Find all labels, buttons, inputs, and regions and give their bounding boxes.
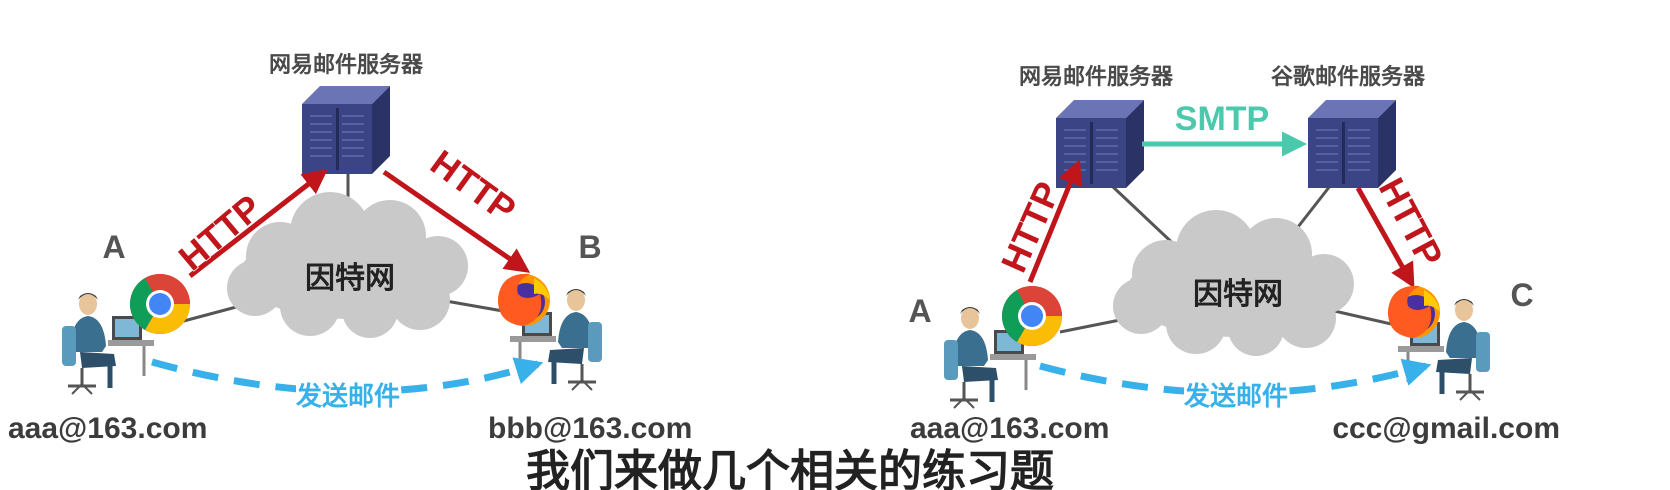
send-mail-arrow <box>1039 358 1432 397</box>
send-mail-arrow <box>151 357 544 395</box>
cloud-label: 因特网 <box>1193 277 1283 312</box>
receiver-email: bbb@163.com <box>488 412 692 445</box>
smtp-label: SMTP <box>1175 100 1269 138</box>
sender-letter: A <box>908 293 931 329</box>
link-sender-cloud <box>179 304 241 324</box>
http-arrow-up <box>1027 159 1083 283</box>
firefox-icon <box>1388 285 1440 338</box>
sender-email: aaa@163.com <box>8 412 207 445</box>
server1-label: 网易邮件服务器 <box>1019 65 1174 90</box>
chrome-icon <box>129 273 191 335</box>
receiver-letter: B <box>578 229 601 265</box>
receiver-letter: C <box>1510 277 1533 313</box>
sender-email: aaa@163.com <box>910 412 1109 445</box>
right-diagram: 因特网 网易邮件服务器 谷歌邮件服务器 SMTP HTTP HTTP A C 发… <box>908 64 1560 445</box>
receiver-email: ccc@gmail.com <box>1332 412 1560 445</box>
mail-server-1-icon <box>1055 99 1145 189</box>
subtitle-caption: 我们来做几个相关的练习题 <box>526 446 1054 490</box>
mail-server-icon <box>301 85 391 175</box>
server2-label: 谷歌邮件服务器 <box>1271 64 1426 90</box>
http-label-down: HTTP <box>423 142 523 230</box>
http-arrow-down <box>382 169 531 273</box>
left-diagram: 因特网 网易邮件服务器 HTTP HTTP A B 发送邮件 aaa@163.c… <box>8 53 692 445</box>
http-label-down: HTTP <box>1371 171 1451 273</box>
firefox-icon <box>498 273 550 326</box>
send-mail-label: 发送邮件 <box>1183 381 1288 412</box>
http-arrow-up <box>188 168 328 278</box>
cloud-label: 因特网 <box>305 261 395 296</box>
chrome-icon <box>1001 285 1062 347</box>
http-label-up: HTTP <box>993 176 1069 279</box>
sender-letter: A <box>102 229 125 265</box>
server-label: 网易邮件服务器 <box>269 53 424 78</box>
send-mail-label: 发送邮件 <box>295 381 400 412</box>
link-server1-cloud <box>1110 184 1182 252</box>
http-arrow-down <box>1355 186 1415 289</box>
mail-server-2-icon <box>1307 99 1397 189</box>
link-cloud-receiver <box>1329 308 1401 328</box>
